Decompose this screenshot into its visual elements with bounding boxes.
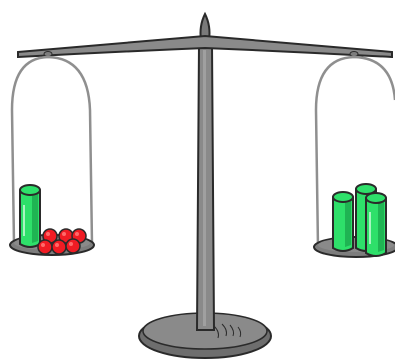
right-cylinder-weight [333, 192, 353, 251]
scale-pillar [197, 44, 214, 330]
left-ball-group [38, 229, 86, 254]
ball-weight [38, 240, 52, 254]
ball-weight [66, 239, 80, 253]
right-cylinder-weight [366, 193, 386, 256]
ball-weight [52, 240, 66, 254]
left-cylinder-weight [20, 185, 40, 247]
